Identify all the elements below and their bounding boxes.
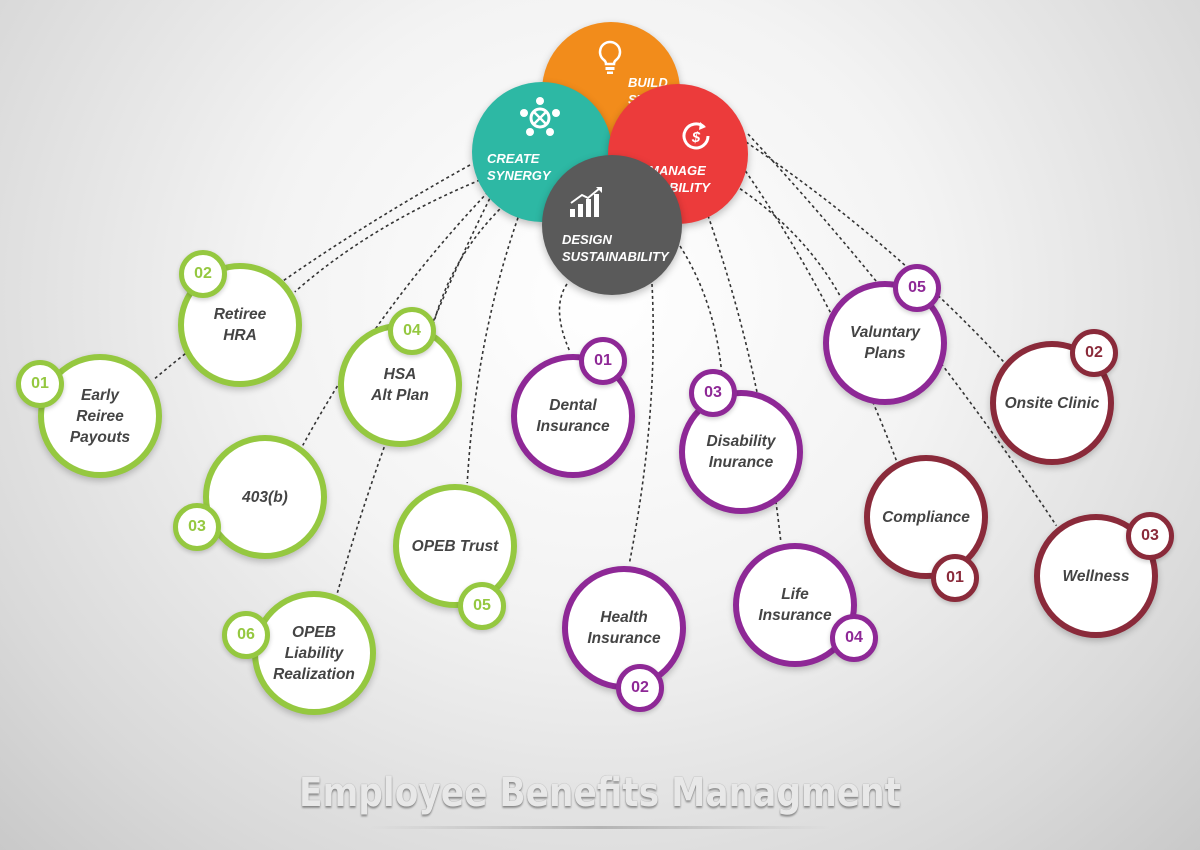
petal-design-sustainability: DESIGN SUSTAINABILITY <box>542 155 682 295</box>
benefit-label: Disability Inurance <box>706 433 776 471</box>
lightbulb-icon <box>598 40 622 74</box>
number-badge: 05 <box>893 264 941 312</box>
number-badge: 01 <box>579 337 627 385</box>
number-badge: 04 <box>388 307 436 355</box>
number-badge: 03 <box>1126 512 1174 560</box>
benefit-label: 403(b) <box>242 488 288 506</box>
title-underline <box>370 826 830 829</box>
connector-line <box>729 181 842 298</box>
number-badge: 01 <box>931 554 979 602</box>
svg-text:$: $ <box>691 129 701 146</box>
petal-design-sustainability-line1: DESIGN <box>562 232 612 247</box>
benefit-bubble: OPEB Liability Realization <box>252 591 376 715</box>
benefit-label: OPEB Liability Realization <box>273 623 355 683</box>
petal-create-synergy-line1: CREATE <box>487 151 540 166</box>
petal-manage-liability-line1: MANAGE <box>648 163 706 178</box>
dollar-cycle-icon: $ <box>682 122 710 150</box>
number-badge: 04 <box>830 614 878 662</box>
benefit-label: Wellness <box>1062 567 1130 585</box>
benefit-label: Compliance <box>882 508 970 526</box>
connector-line <box>431 204 505 330</box>
number-badge: 01 <box>16 360 64 408</box>
petal-create-synergy: CREATE SYNERGY <box>472 82 612 222</box>
benefit-label: HSA Alt Plan <box>371 366 429 404</box>
diagram-title: Employee Benefits Managment <box>298 770 902 816</box>
number-badge: 02 <box>616 664 664 712</box>
number-badge: 05 <box>458 582 506 630</box>
benefit-bubble: Valuntary Plans <box>823 281 947 405</box>
connector-line <box>466 211 521 484</box>
number-badge: 03 <box>689 369 737 417</box>
number-badge: 02 <box>179 250 227 298</box>
team-synergy-icon <box>520 97 560 136</box>
benefit-bubble: Retiree HRA <box>178 263 302 387</box>
benefit-label: Onsite Clinic <box>1004 394 1100 412</box>
connector-line <box>294 179 481 293</box>
benefit-bubble: Disability Inurance <box>679 390 803 514</box>
petal-create-synergy-line2: SYNERGY <box>487 168 551 183</box>
benefit-label: Life Insurance <box>758 586 832 624</box>
benefit-bubble: 403(b) <box>203 435 327 559</box>
number-badge: 02 <box>1070 329 1118 377</box>
benefit-label: Valuntary Plans <box>849 324 921 362</box>
number-badge: 03 <box>173 503 221 551</box>
benefit-label: Retiree HRA <box>213 306 267 344</box>
benefit-label: Dental Insurance <box>536 397 610 435</box>
benefit-label: Early Reiree Payouts <box>69 386 131 446</box>
connector-line <box>558 283 571 353</box>
connector-line <box>745 141 1004 363</box>
number-badge: 06 <box>222 611 270 659</box>
benefit-label: Health Insurance <box>587 609 661 647</box>
petal-design-sustainability-line2: SUSTAINABILITY <box>562 249 669 264</box>
growth-chart-icon <box>570 187 602 217</box>
connector-line <box>741 165 898 461</box>
benefit-label: OPEB Trust <box>411 537 499 555</box>
connector-line <box>302 191 489 446</box>
